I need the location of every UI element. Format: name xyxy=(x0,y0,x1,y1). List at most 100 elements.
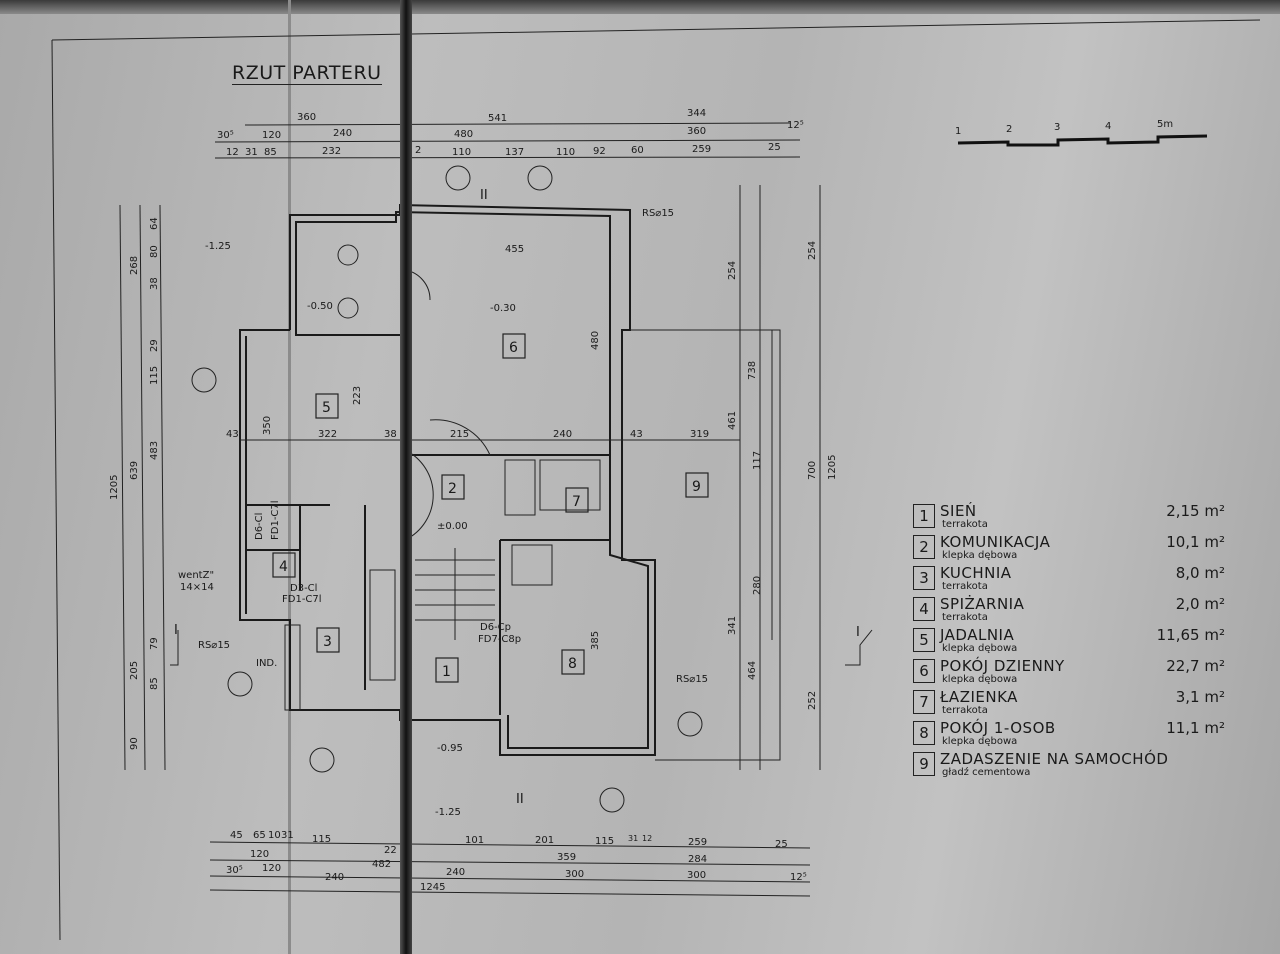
scale-label: 2 xyxy=(1006,124,1012,135)
label: 110 xyxy=(452,147,471,158)
label: -1.25 xyxy=(205,241,231,252)
label: 31 xyxy=(281,830,294,841)
label: 64 xyxy=(149,217,160,230)
label: -1.25 xyxy=(435,807,461,818)
photo-edge xyxy=(0,0,1280,14)
label: 254 xyxy=(807,241,818,260)
label: 10 xyxy=(268,830,281,841)
label: 8,0 xyxy=(1175,564,1200,582)
label: 322 xyxy=(318,429,337,440)
label: 2,0 xyxy=(1175,595,1200,613)
label: 25 xyxy=(775,839,788,850)
label: 85 xyxy=(149,677,160,690)
label: 22 xyxy=(384,845,397,856)
label: 1 xyxy=(442,664,451,680)
label: gładź cementowa xyxy=(942,767,1031,778)
label: 300 xyxy=(565,869,584,880)
label: FD7-C8p xyxy=(478,634,521,645)
label: terrakota xyxy=(942,705,988,716)
label: 85 xyxy=(264,147,277,158)
label: 350 xyxy=(262,416,273,435)
label: 2,15 xyxy=(1166,502,1200,520)
label: 38 xyxy=(384,429,397,440)
label: IND. xyxy=(256,658,277,669)
label: 2 xyxy=(448,481,457,497)
label: m² xyxy=(1204,657,1225,675)
label: 4 xyxy=(913,597,935,621)
label: 7 xyxy=(572,494,581,510)
label: m² xyxy=(1204,595,1225,613)
label: KOMUNIKACJA xyxy=(940,533,1051,551)
label: wentZ" xyxy=(178,570,214,581)
label: I xyxy=(856,625,860,640)
label: 29 xyxy=(149,339,160,352)
label: 240 xyxy=(553,429,572,440)
label: 240 xyxy=(446,867,465,878)
label: 117 xyxy=(752,451,763,470)
label: 268 xyxy=(129,256,140,275)
label: ±0.00 xyxy=(437,521,468,532)
label: 9 xyxy=(913,752,935,776)
label: klepka dębowa xyxy=(942,550,1018,561)
annotations: wentZ" 14×14 RS⌀15 RS⌀15 RS⌀15 D6-Cl FD1… xyxy=(178,165,708,813)
label: 43 xyxy=(226,429,239,440)
label: -0.30 xyxy=(490,303,516,314)
label: 259 xyxy=(692,144,711,155)
label: 480 xyxy=(590,331,601,350)
section-marks: II II I I xyxy=(170,188,873,807)
label: 344 xyxy=(687,108,706,119)
label: 1205 xyxy=(109,475,120,500)
top-dimensions: 360 541 344 30⁵ 120 240 480 360 12⁵ 12 3… xyxy=(214,108,804,159)
label: 11,1 xyxy=(1166,719,1200,737)
border-line xyxy=(51,19,1261,41)
label: 360 xyxy=(297,112,316,123)
border-line xyxy=(51,39,61,941)
label: 30⁵ xyxy=(226,865,243,876)
label: 284 xyxy=(688,854,707,865)
label: 11,65 xyxy=(1156,626,1200,644)
label: 12⁵ xyxy=(790,872,807,883)
label: FD1-C7l xyxy=(282,594,322,605)
label: 120 xyxy=(250,849,269,860)
label: 639 xyxy=(129,461,140,480)
label: ZADASZENIE NA SAMOCHÓD xyxy=(940,750,1169,768)
label: terrakota xyxy=(942,612,988,623)
label: POKÓJ DZIENNY xyxy=(940,657,1065,675)
label: 359 xyxy=(557,852,576,863)
label: -0.50 xyxy=(307,301,333,312)
label: 1205 xyxy=(827,455,838,480)
label: m² xyxy=(1204,626,1225,644)
label: FD1-C7l xyxy=(270,500,281,540)
label: 319 xyxy=(690,429,709,440)
label: 240 xyxy=(325,872,344,883)
label: KUCHNIA xyxy=(940,564,1012,582)
label: 115 xyxy=(312,834,331,845)
label: klepka dębowa xyxy=(942,674,1018,685)
label: 80 xyxy=(149,245,160,258)
label: 31 xyxy=(245,147,258,158)
label: II xyxy=(516,792,524,807)
label: 8 xyxy=(568,656,577,672)
label: 385 xyxy=(590,631,601,650)
label: 455 xyxy=(505,244,524,255)
label: 14×14 xyxy=(180,582,214,593)
label: 3,1 xyxy=(1175,688,1200,706)
label: m² xyxy=(1204,719,1225,737)
label: 215 xyxy=(450,429,469,440)
label: 12⁵ xyxy=(787,120,804,131)
label: 300 xyxy=(687,870,706,881)
paper-crease xyxy=(400,0,412,954)
scale-bar: 1 2 3 4 5m xyxy=(955,119,1208,147)
label: 1 xyxy=(913,504,935,528)
label: 43 xyxy=(630,429,643,440)
label: 232 xyxy=(322,146,341,157)
label: SIEŃ xyxy=(940,502,977,520)
label: m² xyxy=(1204,688,1225,706)
